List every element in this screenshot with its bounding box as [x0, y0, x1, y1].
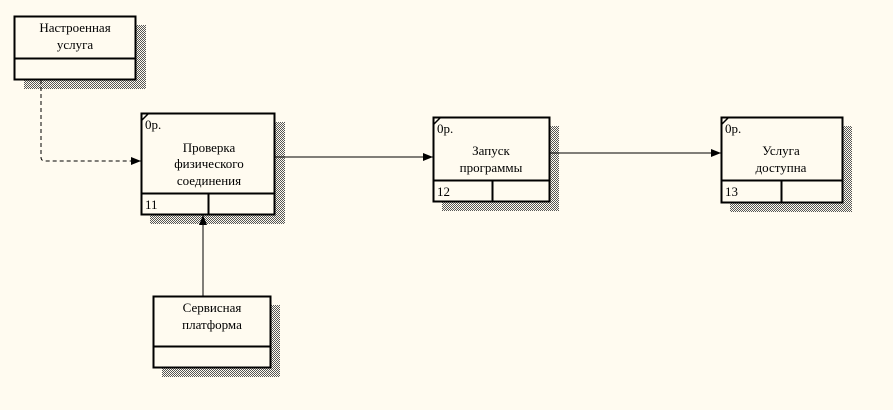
unit-text: программы [460, 160, 523, 175]
unit-number: 13 [725, 184, 738, 199]
unit-number: 12 [437, 184, 450, 199]
unit-label: 0р. [725, 121, 741, 136]
unit-number: 11 [145, 197, 158, 212]
referent-text: Сервисная [183, 300, 242, 315]
unit-text: соединения [177, 173, 241, 188]
referent-text: платформа [182, 317, 242, 332]
unit-text: физического [174, 156, 244, 171]
unit-proverka[interactable]: 0р. Проверка физического соединения 11 [140, 112, 285, 224]
dashed-link-nastroennaya-to-proverka[interactable] [40, 80, 141, 165]
unit-text: Услуга [762, 143, 800, 158]
unit-label: 0р. [145, 117, 161, 132]
shadow [24, 25, 146, 89]
unit-zapusk-programmy[interactable]: 0р. Запуск программы 12 [432, 116, 559, 211]
referent-text: Настроенная [39, 20, 110, 35]
unit-text: Проверка [183, 140, 236, 155]
referent-servisnaya-platforma[interactable]: Сервисная платформа [152, 295, 280, 378]
shadow [162, 305, 280, 377]
referent-text: услуга [57, 37, 94, 52]
unit-label: 0р. [437, 121, 453, 136]
unit-usluga-dostupna[interactable]: 0р. Услуга доступна 13 [720, 116, 852, 212]
unit-text: Запуск [472, 143, 510, 158]
unit-text: доступна [756, 160, 807, 175]
referent-nastroennaya-usluga[interactable]: Настроенная услуга [13, 15, 146, 90]
